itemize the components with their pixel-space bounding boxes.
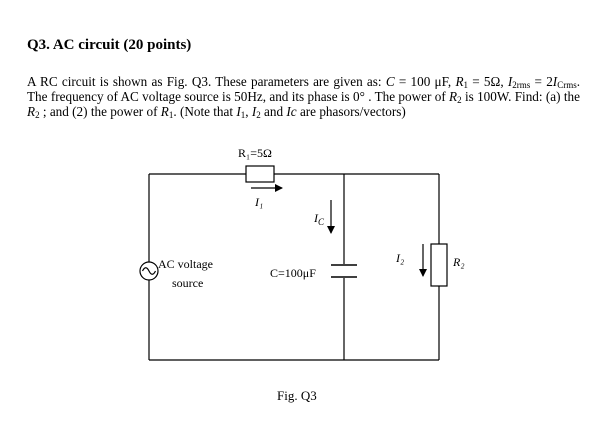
circuit-wires — [148, 173, 440, 361]
capacitor-label: C=100μF — [270, 266, 316, 280]
ac-source-icon — [139, 261, 159, 281]
resistor-r1 — [245, 165, 275, 183]
source-label-line2: source — [172, 276, 203, 290]
i1-label: I₁ — [254, 195, 263, 209]
figure-caption: Fig. Q3 — [277, 388, 317, 403]
source-label-line1: AC voltage — [158, 257, 213, 271]
question-text: A RC circuit is shown as Fig. Q3. These … — [27, 74, 581, 120]
ic-label: IC — [313, 211, 325, 227]
r1-label: R₁=5Ω — [238, 146, 272, 160]
question-title: Q3. AC circuit (20 points) — [27, 37, 192, 53]
resistor-r2 — [430, 243, 448, 287]
i2-label: I₂ — [395, 251, 404, 265]
r2-label: R₂ — [452, 255, 465, 269]
capacitor — [331, 264, 357, 278]
